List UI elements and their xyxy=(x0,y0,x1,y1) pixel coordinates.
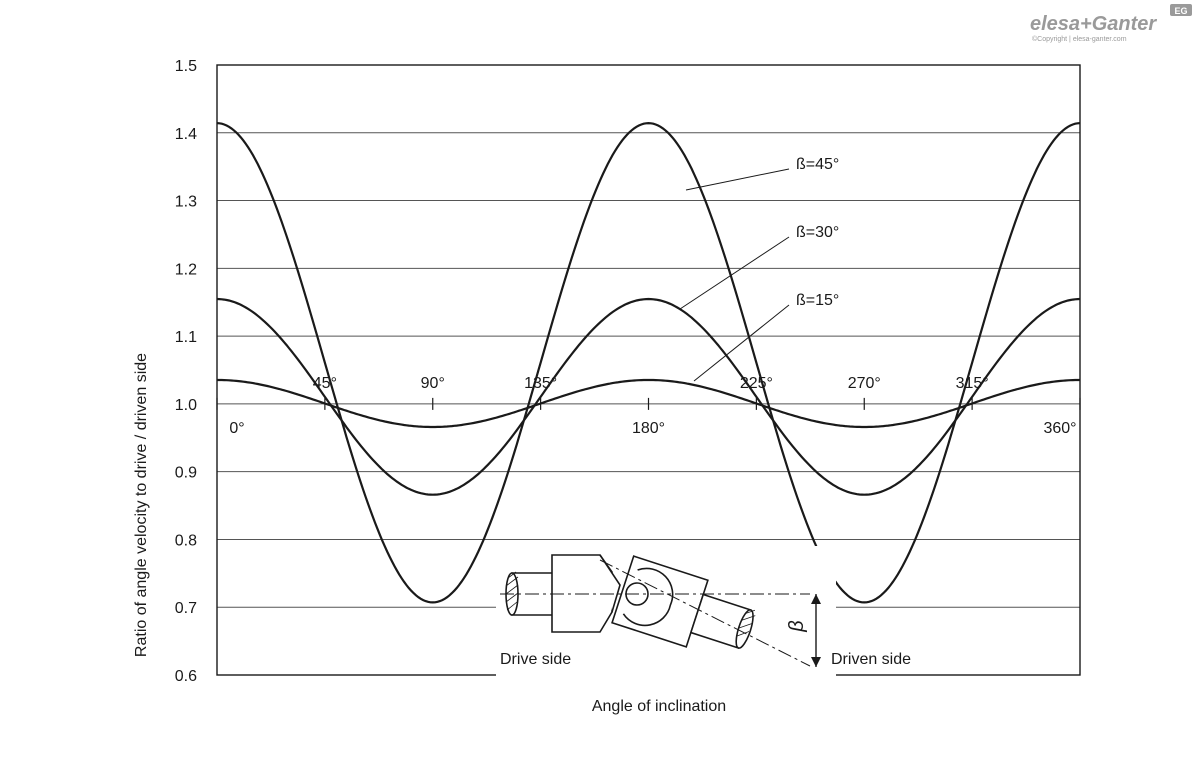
x-tick-label: 315° xyxy=(956,375,989,392)
series-annotation: ß=45° xyxy=(796,156,839,173)
y-tick-label: 1.4 xyxy=(175,126,197,143)
brand-name: elesa+Ganter xyxy=(1030,13,1157,35)
y-tick-label: 1.0 xyxy=(175,397,197,414)
y-tick-label: 0.6 xyxy=(175,668,197,685)
annotation-backdrop xyxy=(793,223,847,242)
x-tick-label: 270° xyxy=(848,375,881,392)
x-tick-label: 360° xyxy=(1043,420,1076,437)
driven-side-label: Driven side xyxy=(831,651,911,668)
y-tick-label: 1.5 xyxy=(175,58,197,75)
series-line-30 xyxy=(216,297,1081,496)
annotation-backdrop xyxy=(793,291,847,310)
universal-joint-diagram: β Drive side Driven side xyxy=(496,546,911,676)
series-line-45 xyxy=(216,121,1081,604)
brand-logo: elesa+Ganter EG ©Copyright | elesa-gante… xyxy=(1030,4,1192,43)
annotation-leader xyxy=(685,168,790,191)
brand-copyright: ©Copyright | elesa-ganter.com xyxy=(1032,35,1127,43)
y-tick-labels: 0.6 0.7 0.8 0.9 1.0 1.1 1.2 1.3 1.4 1.5 xyxy=(175,58,197,685)
y-tick-label: 0.7 xyxy=(175,600,197,617)
x-tick-label: 180° xyxy=(632,420,665,437)
y-tick-label: 0.8 xyxy=(175,532,197,549)
x-axis-title: Angle of inclination xyxy=(592,698,726,715)
x-tick-label: 225° xyxy=(740,375,773,392)
y-tick-label: 1.3 xyxy=(175,194,197,211)
x-tick-label: 135° xyxy=(524,375,557,392)
angle-symbol: β xyxy=(786,620,808,632)
series-annotation: ß=30° xyxy=(796,224,839,241)
y-tick-label: 1.2 xyxy=(175,261,197,278)
x-tick-labels: 45°90°135°225°270°315°0°180°360° xyxy=(216,375,1081,437)
y-tick-label: 1.1 xyxy=(175,329,197,346)
series-annotations: ß=45° ß=30° ß=15° xyxy=(679,155,847,382)
annotation-leader xyxy=(693,304,790,382)
y-axis-title: Ratio of angle velocity to drive / drive… xyxy=(133,353,150,657)
x-tick-label: 90° xyxy=(421,375,445,392)
annotation-backdrop xyxy=(793,155,847,174)
series-curves xyxy=(216,121,1081,604)
drive-side-label: Drive side xyxy=(500,651,571,668)
annotation-leader xyxy=(679,236,790,310)
brand-badge-box xyxy=(1170,4,1192,16)
x-tick-label: 0° xyxy=(229,420,244,437)
series-line-15 xyxy=(217,378,1080,429)
brand-badge: EG xyxy=(1174,6,1187,16)
series-annotation: ß=15° xyxy=(796,292,839,309)
y-tick-label: 0.9 xyxy=(175,465,197,482)
